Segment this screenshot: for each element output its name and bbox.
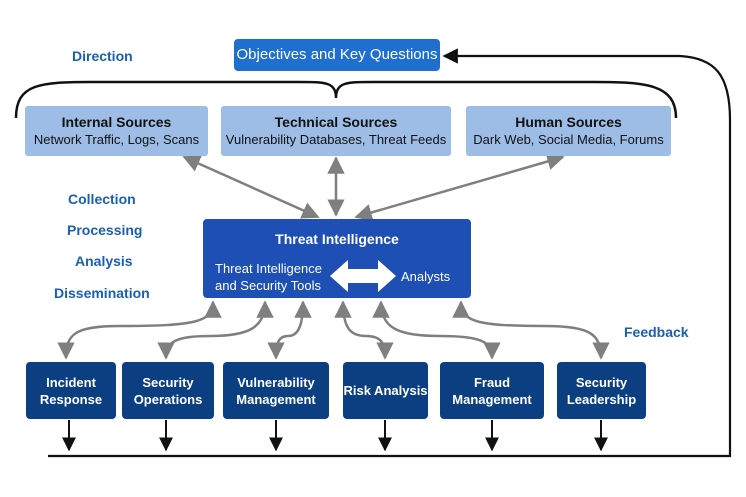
threat-intelligence-title: Threat Intelligence xyxy=(275,231,399,247)
risk-analysis-label: Risk Analysis xyxy=(343,383,428,398)
human-sources-box: Human Sources Dark Web, Social Media, Fo… xyxy=(466,106,671,156)
risk-analysis-box: Risk Analysis xyxy=(343,362,428,419)
vulnerability-management-label: Vulnerability Management xyxy=(236,374,316,407)
arrow-ti-incident xyxy=(57,300,222,360)
internal-sources-subtitle: Network Traffic, Logs, Scans xyxy=(33,132,200,147)
threat-intelligence-tools-label: Threat Intelligence and Security Tools xyxy=(215,261,322,293)
feedback-loop-line xyxy=(48,48,732,458)
threat-intelligence-analysts-label: Analysts xyxy=(401,269,451,284)
stage-processing: Processing xyxy=(67,222,143,238)
technical-sources-title: Technical Sources xyxy=(274,114,398,130)
human-sources-title: Human Sources xyxy=(515,114,622,130)
stage-analysis: Analysis xyxy=(75,253,133,269)
arrow-ti-vuln xyxy=(267,300,312,360)
threat-intelligence-box: Threat Intelligence Threat Intelligence … xyxy=(203,219,471,298)
security-leadership-box: Security Leadership xyxy=(557,362,646,419)
incident-response-label: Incident Response xyxy=(39,374,103,407)
security-operations-box: Security Operations xyxy=(122,362,214,419)
human-sources-subtitle: Dark Web, Social Media, Forums xyxy=(473,132,664,147)
fraud-management-box: Fraud Management xyxy=(440,362,544,419)
incident-response-box: Incident Response xyxy=(26,362,116,419)
arrow-ti-risk xyxy=(334,300,394,360)
internal-sources-title: Internal Sources xyxy=(61,114,172,130)
internal-sources-box: Internal Sources Network Traffic, Logs, … xyxy=(25,106,208,156)
stage-feedback: Feedback xyxy=(624,324,689,340)
arrow-ti-secops xyxy=(157,300,274,360)
arrow-ti-fraud xyxy=(372,300,501,360)
stage-dissemination: Dissemination xyxy=(54,285,150,301)
technical-sources-box: Technical Sources Vulnerability Database… xyxy=(221,106,451,156)
double-arrow-icon xyxy=(330,260,396,292)
vulnerability-management-box: Vulnerability Management xyxy=(223,362,329,419)
arrow-human-ti xyxy=(354,152,565,222)
objectives-box: Objectives and Key Questions xyxy=(234,39,440,71)
stage-collection: Collection xyxy=(68,191,136,207)
security-operations-label: Security Operations xyxy=(133,374,203,407)
security-leadership-label: Security Leadership xyxy=(566,374,637,407)
technical-sources-subtitle: Vulnerability Databases, Threat Feeds xyxy=(225,132,447,147)
stage-direction: Direction xyxy=(72,48,133,64)
fraud-management-label: Fraud Management xyxy=(452,374,532,407)
direction-brace xyxy=(14,80,678,119)
arrow-internal-ti xyxy=(182,155,320,219)
arrow-ti-leadership xyxy=(452,300,610,360)
